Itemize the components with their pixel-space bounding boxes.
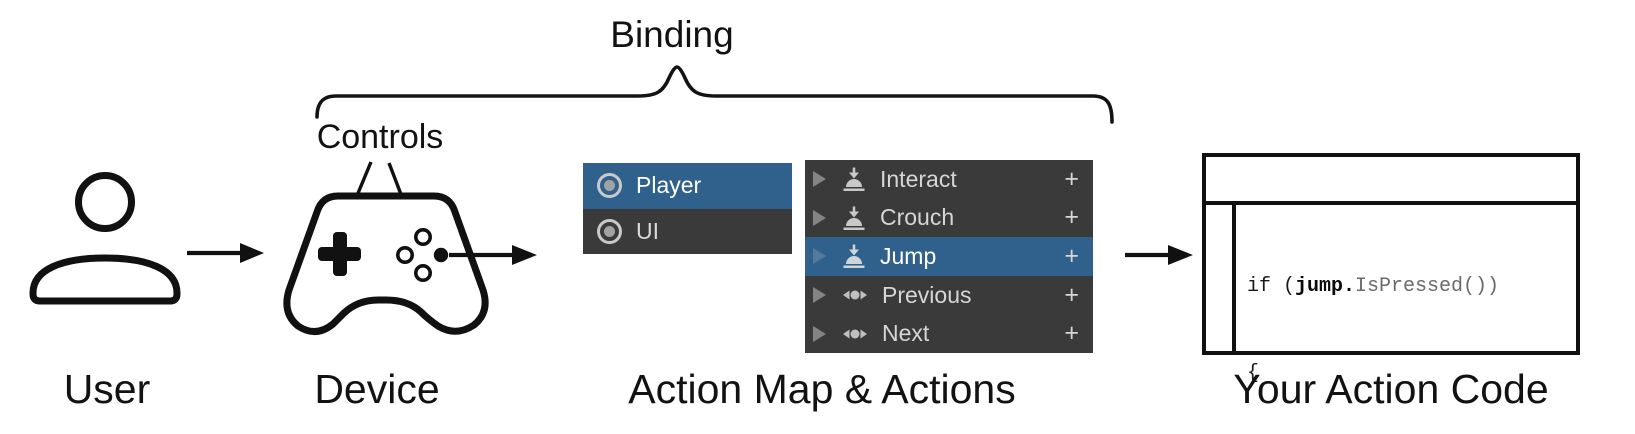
code-box: if (jump.IsPressed()) { // your code }	[1202, 153, 1580, 385]
action-row-previous[interactable]: Previous +	[805, 276, 1093, 315]
gamepad-body	[283, 192, 489, 335]
add-binding-button[interactable]: +	[1064, 241, 1079, 270]
button-control-icon	[843, 206, 865, 230]
add-binding-button[interactable]: +	[1064, 280, 1079, 309]
caption-device: Device	[314, 366, 440, 412]
action-map-label: UI	[636, 217, 659, 244]
action-row-next[interactable]: Next +	[805, 314, 1093, 353]
action-map-label: Player	[636, 172, 702, 199]
map-to-code-arrow	[1125, 245, 1193, 265]
user-to-device-arrow	[187, 243, 264, 263]
action-row-interact[interactable]: Interact +	[805, 160, 1093, 199]
foldout-triangle-icon[interactable]	[813, 325, 826, 342]
action-label: Jump	[880, 242, 937, 269]
axis-control-icon	[843, 329, 867, 339]
code-box-body: if (jump.IsPressed()) { // your code }	[1206, 205, 1576, 385]
action-map-icon	[597, 173, 622, 199]
foldout-triangle-icon[interactable]	[813, 248, 826, 265]
binding-brace-icon	[315, 65, 1114, 124]
controls-label: Controls	[316, 118, 444, 156]
add-binding-button[interactable]: +	[1064, 164, 1079, 193]
action-map-icon	[597, 218, 622, 244]
axis-control-icon	[843, 290, 867, 300]
button-control-icon	[843, 244, 865, 269]
action-map-row-player[interactable]: Player	[583, 163, 792, 209]
action-label: Next	[882, 320, 930, 347]
foldout-triangle-icon[interactable]	[813, 171, 826, 188]
code-keyword-jump: jump.	[1295, 275, 1356, 298]
add-binding-button[interactable]: +	[1064, 319, 1079, 348]
code-line-1: if (jump.IsPressed())	[1247, 275, 1500, 298]
binding-label: Binding	[610, 14, 734, 55]
code-gutter-divider	[1232, 205, 1236, 351]
button-control-icon	[843, 167, 865, 192]
user-icon	[29, 172, 181, 305]
code-snippet: if (jump.IsPressed()) { // your code }	[1247, 214, 1499, 434]
foldout-triangle-icon[interactable]	[813, 209, 826, 226]
gamepad-icon	[283, 192, 489, 335]
action-label: Previous	[882, 281, 972, 308]
action-label: Crouch	[880, 204, 955, 231]
code-line-2: {	[1247, 362, 1260, 385]
action-map-panel: Player UI	[583, 163, 792, 254]
caption-action-code: Your Action Code	[1233, 366, 1549, 412]
actions-panel: Interact + Crouch + Jump +	[805, 160, 1093, 353]
action-label: Interact	[880, 165, 957, 192]
code-box-titlebar	[1206, 157, 1576, 205]
dpad-icon[interactable]	[318, 232, 361, 276]
face-buttons-icon[interactable]	[395, 228, 449, 282]
action-row-jump[interactable]: Jump +	[805, 237, 1093, 276]
foldout-triangle-icon[interactable]	[813, 287, 826, 304]
caption-user: User	[63, 366, 151, 412]
action-map-row-ui[interactable]: UI	[583, 209, 792, 255]
device-to-map-arrow	[449, 245, 537, 265]
action-row-crouch[interactable]: Crouch +	[805, 199, 1093, 238]
add-binding-button[interactable]: +	[1064, 203, 1079, 232]
caption-action-map: Action Map & Actions	[628, 366, 1016, 412]
